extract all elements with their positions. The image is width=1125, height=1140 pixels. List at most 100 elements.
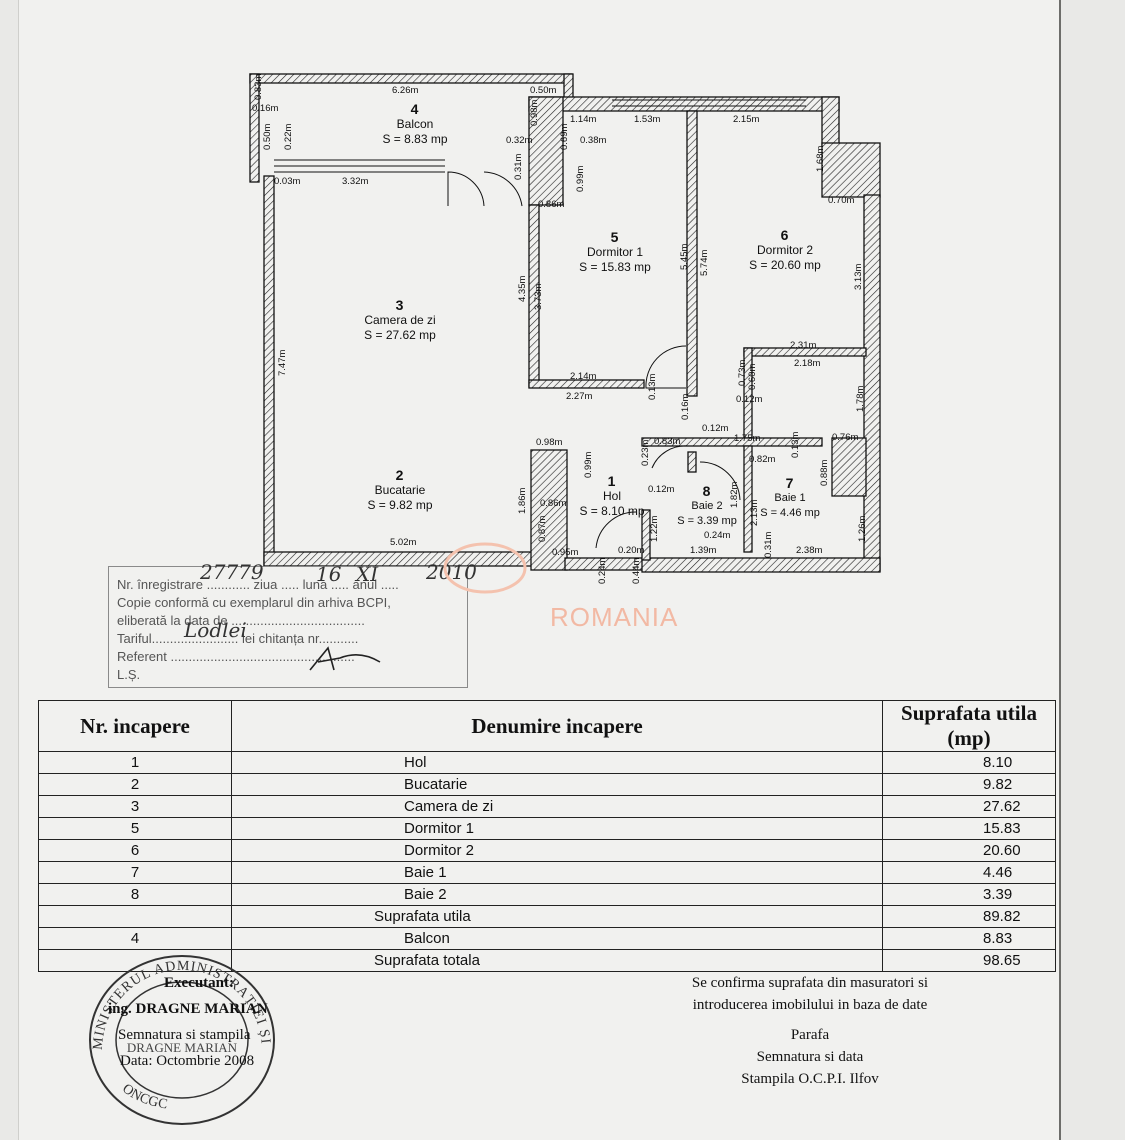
register-line: Tariful........................ lei chit…	[117, 631, 359, 646]
cell-name: Baie 1	[231, 861, 883, 884]
register-line: eliberată la data de ...................…	[117, 613, 365, 628]
executant-title: Executant:	[164, 975, 234, 991]
cell-name: Hol	[231, 751, 883, 774]
cell-area: 4.46	[882, 861, 1056, 884]
dimension-label: 3.32m	[342, 176, 369, 187]
dimension-label: 0.99m	[575, 165, 586, 192]
referent-signature	[309, 646, 381, 671]
cell-name: Baie 2	[231, 883, 883, 906]
dimension-label: 0.50m	[530, 85, 557, 96]
dimension-label: 1.26m	[857, 515, 868, 542]
register-line: L.Ș.	[117, 667, 141, 682]
room-balcon: 4 Balcon S = 8.83 mp	[382, 101, 448, 147]
dimension-label: 1.53m	[634, 114, 661, 125]
dimension-label: 0.87m	[537, 515, 548, 542]
dimension-label: 1.68m	[815, 145, 826, 172]
dimension-label: 2.18m	[794, 358, 821, 369]
dimension-label: 3.73m	[533, 283, 544, 310]
room-dormitor-2: 6 Dormitor 2 S = 20.60 mp	[749, 227, 821, 273]
dimension-label: 5.02m	[390, 537, 417, 548]
room-hol: 1 Hol S = 8.10 mp	[579, 473, 645, 519]
dimension-label: 0.99m	[583, 451, 594, 478]
cell-name: Dormitor 2	[231, 839, 883, 862]
dimension-label: 0.86m	[538, 199, 565, 210]
dimension-label: 0.38m	[580, 135, 607, 146]
executant-sign-label: Semnatura si stampila	[118, 1027, 251, 1043]
dimension-label: 0.31m	[763, 531, 774, 558]
dimension-label: 0.12m	[736, 394, 763, 405]
dimension-label: 0.70m	[828, 195, 855, 206]
dimension-label: 0.82m	[749, 454, 776, 465]
cell-area: 8.83	[882, 927, 1056, 950]
dimension-label: 2.31m	[790, 340, 817, 351]
dimension-label: 7.47m	[277, 349, 288, 376]
cell-nr: 8	[38, 883, 232, 906]
room-baie-2: 8 Baie 2 S = 3.39 mp	[677, 483, 737, 528]
dimension-label: 0.32m	[506, 135, 533, 146]
cell-area: 8.10	[882, 751, 1056, 774]
dimension-label: 0.12m	[702, 423, 729, 434]
dimension-label: 5.74m	[699, 249, 710, 276]
handwritten-month: XI	[356, 562, 379, 586]
column-header-nr: Nr. incapere	[38, 700, 232, 752]
cell-nr: 2	[38, 773, 232, 796]
cell-nr: 6	[38, 839, 232, 862]
dimension-label: 0.50m	[262, 123, 273, 150]
handwritten-fee: Lodlei	[184, 618, 247, 642]
dimension-label: 0.22m	[283, 123, 294, 150]
dimension-label: 0.83m	[654, 436, 681, 447]
cell-area: 15.83	[882, 817, 1056, 840]
cell-name: Suprafata totala	[231, 949, 883, 972]
dimension-label: 1.14m	[570, 114, 597, 125]
dimension-label: 1.39m	[690, 545, 717, 556]
table-header-row: Nr. incapere Denumire incapere Suprafata…	[38, 700, 1056, 752]
cell-name: Dormitor 1	[231, 817, 883, 840]
dimension-label: 1.22m	[649, 515, 660, 542]
dimension-label: 0.13m	[647, 373, 658, 400]
confirm-signature: Semnatura si data	[756, 1049, 864, 1065]
dimension-label: 0.98m	[536, 437, 563, 448]
areas-table: Nr. incapere Denumire incapere Suprafata…	[38, 700, 1056, 972]
dimension-label: 0.12m	[648, 484, 675, 495]
dimension-label: 6.26m	[392, 85, 419, 96]
confirm-line: Se confirma suprafata din masuratori si	[691, 975, 929, 991]
dimension-label: 1.78m	[855, 385, 866, 412]
dimension-label: 0.16m	[680, 393, 691, 420]
dimension-label: 0.98m	[529, 99, 540, 126]
watermark-ring	[443, 542, 527, 594]
confirm-stamp: Stampila O.C.P.I. Ilfov	[741, 1071, 879, 1087]
dimension-label: 0.20m	[618, 545, 645, 556]
room-camera-de-zi: 3 Camera de zi S = 27.62 mp	[364, 297, 436, 343]
cell-area: 98.65	[882, 949, 1056, 972]
dimension-label: 2.14m	[570, 371, 597, 382]
official-stamp: MINISTERUL ADMINISTRAȚIEI ȘI INTERNELOR …	[72, 940, 275, 1125]
cell-area: 3.39	[882, 883, 1056, 906]
floor-plan-walls	[249, 73, 881, 573]
dimension-label: 1.75m	[734, 433, 761, 444]
room-bucatarie: 2 Bucatarie S = 9.82 mp	[367, 467, 433, 513]
dimension-label: 4.35m	[517, 275, 528, 302]
dimension-label: 2.13m	[749, 499, 760, 526]
dimension-label: 1.82m	[729, 481, 740, 508]
room-baie-1: 7 Baie 1 S = 4.46 mp	[760, 475, 820, 520]
dimension-label: 0.76m	[832, 432, 859, 443]
registration-stamp-box: Nr. înregistrare ............ ziua .....…	[108, 566, 468, 688]
dimension-label: 0.16m	[252, 103, 279, 114]
cell-area: 20.60	[882, 839, 1056, 862]
dimension-label: 3.13m	[853, 263, 864, 290]
executant-date: Data: Octombrie 2008	[120, 1053, 255, 1069]
cell-nr	[38, 949, 232, 972]
dimension-label: 1.86m	[517, 487, 528, 514]
executant-block: Executant: ing. DRAGNE MARIAN Semnatura …	[88, 970, 318, 1074]
dimension-label: 0.13m	[790, 431, 801, 458]
cell-name: Bucatarie	[231, 773, 883, 796]
dimension-label: 0.44m	[631, 557, 642, 584]
